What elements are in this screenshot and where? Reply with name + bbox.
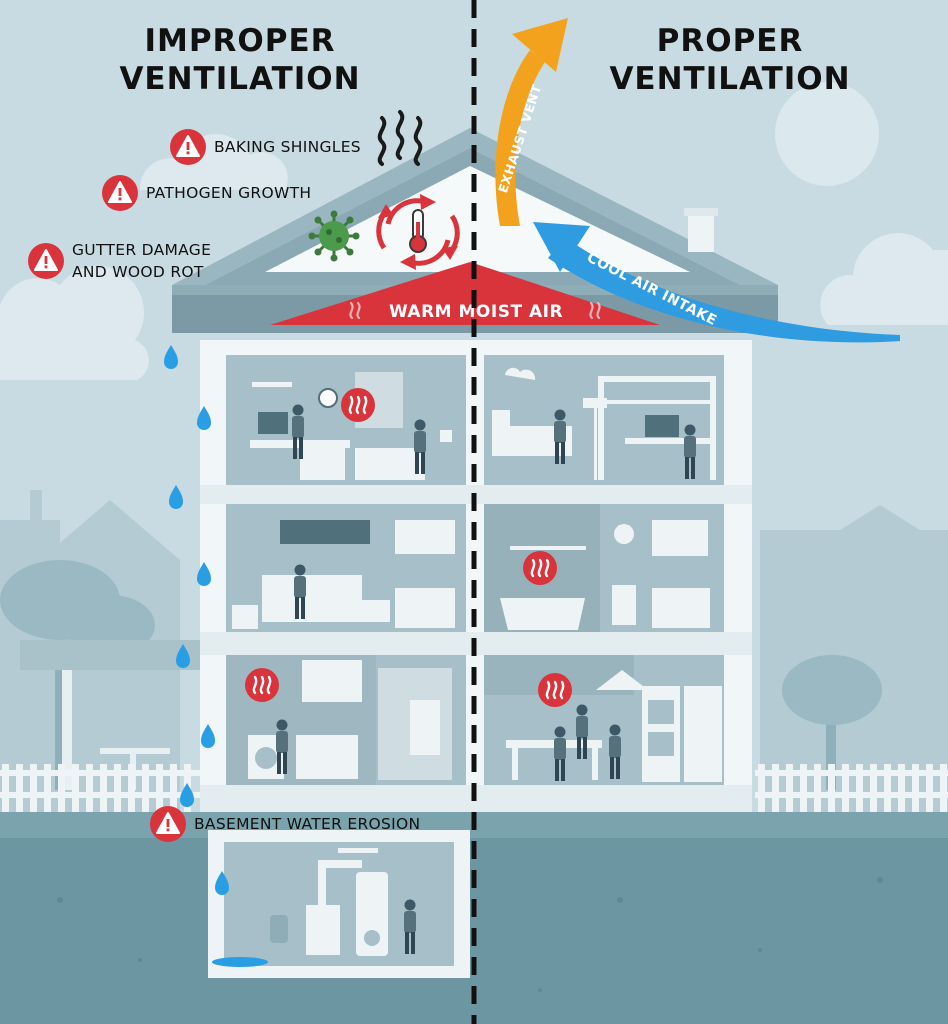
warm-moist-air-label: WARM MOIST AIR	[389, 302, 563, 322]
heading-line: PROPER	[656, 23, 804, 59]
fence-post	[884, 764, 891, 812]
fence-post	[870, 764, 877, 812]
fence-post	[912, 764, 919, 812]
fence-post	[86, 764, 93, 812]
warning-gutter-damage: GUTTER DAMAGE AND WOOD ROT	[28, 239, 211, 283]
steam-icon	[349, 301, 601, 320]
warning-pathogen-growth: PATHOGEN GROWTH	[102, 175, 311, 211]
fence-post	[800, 764, 807, 812]
warning-icon	[102, 175, 138, 211]
warning-basement-water-erosion: BASEMENT WATER EROSION	[150, 806, 420, 842]
heat-icon	[536, 671, 574, 709]
virus-icon	[308, 210, 360, 262]
warning-text-line: GUTTER DAMAGE	[72, 241, 212, 259]
fence-post	[856, 764, 863, 812]
warning-text: GUTTER DAMAGE AND WOOD ROT	[72, 239, 211, 283]
fence-post	[30, 764, 37, 812]
clouds	[0, 134, 948, 380]
warning-text-line: AND WOOD ROT	[72, 263, 204, 281]
warning-text: BAKING SHINGLES	[214, 138, 361, 156]
fence-post	[58, 764, 65, 812]
fence-post	[142, 764, 149, 812]
heat-waves	[377, 110, 423, 166]
heading-line: IMPROPER	[144, 23, 336, 59]
warning-icon	[150, 806, 186, 842]
fence-post	[16, 764, 23, 812]
warning-baking-shingles: BAKING SHINGLES	[170, 129, 361, 165]
heat-icon	[243, 666, 281, 704]
warning-text: PATHOGEN GROWTH	[146, 184, 312, 202]
fence-post	[940, 764, 947, 812]
fence-post	[898, 764, 905, 812]
heading-improper-ventilation: IMPROPER VENTILATION	[90, 22, 390, 98]
fence-post	[926, 764, 933, 812]
heat-icon	[521, 549, 559, 587]
fence-post	[758, 764, 765, 812]
patio	[20, 640, 200, 790]
fence-post	[786, 764, 793, 812]
fence-post	[156, 764, 163, 812]
heat-icon	[339, 386, 377, 424]
warm-air-zone	[270, 262, 660, 325]
fence-post	[814, 764, 821, 812]
fence-post	[828, 764, 835, 812]
fence-post	[114, 764, 121, 812]
warning-icon	[170, 129, 206, 165]
fence-post	[170, 764, 177, 812]
fence-post	[128, 764, 135, 812]
fence-post	[72, 764, 79, 812]
heading-line: VENTILATION	[609, 61, 851, 97]
fence-post	[772, 764, 779, 812]
warning-text: BASEMENT WATER EROSION	[194, 815, 421, 833]
tree-right	[782, 655, 882, 790]
sun	[775, 82, 879, 186]
heading-proper-ventilation: PROPER VENTILATION	[580, 22, 880, 98]
warning-icon	[28, 243, 64, 279]
fence-post	[2, 764, 9, 812]
heading-line: VENTILATION	[119, 61, 361, 97]
fence-post	[44, 764, 51, 812]
fence-post	[100, 764, 107, 812]
basement	[208, 830, 470, 978]
fence-post	[842, 764, 849, 812]
